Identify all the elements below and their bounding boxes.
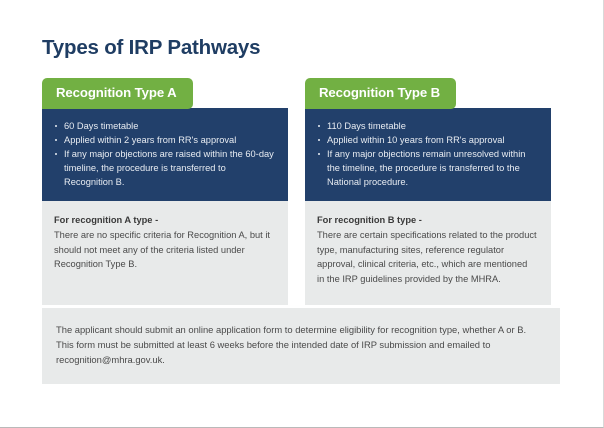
recognition-type-b-tab: Recognition Type B xyxy=(305,78,457,109)
recognition-type-b-column: Recognition Type B 110 Days timetable Ap… xyxy=(305,78,551,306)
application-form-note: The applicant should submit an online ap… xyxy=(42,308,560,384)
list-item: Applied within 2 years from RR's approva… xyxy=(54,133,274,147)
page-title: Types of IRP Pathways xyxy=(42,36,261,59)
list-item: If any major objections remain unresolve… xyxy=(317,147,537,189)
recognition-type-a-bullet-box: 60 Days timetable Applied within 2 years… xyxy=(42,107,288,202)
list-item: 60 Days timetable xyxy=(54,119,274,133)
list-item: If any major objections are raised withi… xyxy=(54,147,274,189)
recognition-type-a-bullet-list: 60 Days timetable Applied within 2 years… xyxy=(54,119,274,190)
recognition-type-a-tab: Recognition Type A xyxy=(42,78,193,109)
note-heading: For recognition A type - xyxy=(54,215,159,226)
list-item: Applied within 10 years from RR's approv… xyxy=(317,133,537,147)
recognition-type-b-bullet-list: 110 Days timetable Applied within 10 yea… xyxy=(317,119,537,190)
recognition-type-a-column: Recognition Type A 60 Days timetable App… xyxy=(42,78,288,306)
recognition-type-b-note: For recognition B type - There are certa… xyxy=(305,201,551,306)
recognition-type-b-bullet-box: 110 Days timetable Applied within 10 yea… xyxy=(305,107,551,202)
note-body: There are certain specifications related… xyxy=(317,229,537,284)
list-item: 110 Days timetable xyxy=(317,119,537,133)
note-heading: For recognition B type - xyxy=(317,215,422,226)
recognition-type-a-note: For recognition A type - There are no sp… xyxy=(42,201,288,306)
note-body: There are no specific criteria for Recog… xyxy=(54,229,270,270)
